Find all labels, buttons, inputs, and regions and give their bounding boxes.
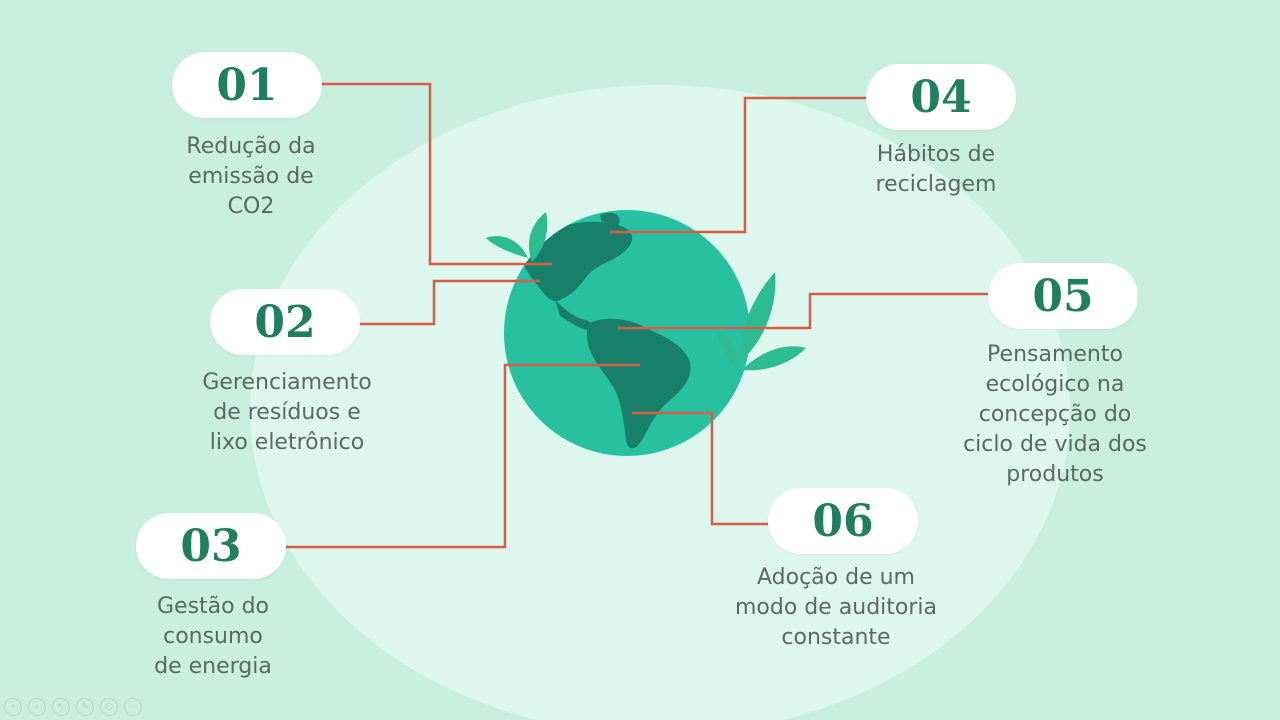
pen-icon[interactable]: ✎ xyxy=(76,698,94,716)
number-badge-01: 01 xyxy=(172,52,322,118)
leaf-icon xyxy=(528,212,548,262)
leaf-icon xyxy=(742,346,806,371)
more-icon[interactable]: ⋯ xyxy=(124,698,142,716)
caption-05: Pensamento ecológico na concepção do cic… xyxy=(963,342,1147,487)
zoom-icon[interactable]: ○ xyxy=(100,698,118,716)
leaf-icon xyxy=(486,236,528,258)
connector-line-04 xyxy=(610,96,866,234)
connector-line-01 xyxy=(320,82,552,266)
number-label: 02 xyxy=(254,296,316,348)
connector-line-03 xyxy=(285,363,640,549)
connector-line-05 xyxy=(618,292,988,330)
previous-icon[interactable]: ‹ xyxy=(4,698,22,716)
number-label: 01 xyxy=(216,59,278,111)
pointer-icon[interactable]: ↖ xyxy=(52,698,70,716)
leaf-icon xyxy=(717,330,741,372)
caption-01: Redução da emissão de CO2 xyxy=(186,134,316,219)
number-badge-05: 05 xyxy=(988,263,1138,329)
number-badge-03: 03 xyxy=(136,513,286,579)
leaf-sprout-icon xyxy=(486,212,806,372)
globe-continents xyxy=(520,212,691,449)
globe-icon xyxy=(504,210,750,456)
number-badge-04: 04 xyxy=(866,64,1016,130)
number-label: 03 xyxy=(180,520,242,572)
number-badge-06: 06 xyxy=(768,488,918,554)
caption-02: Gerenciamento de resíduos e lixo eletrôn… xyxy=(202,370,372,455)
caption-04: Hábitos de reciclagem xyxy=(875,142,997,197)
leaf-icon xyxy=(739,272,776,362)
player-controls: ‹ › ↖ ✎ ○ ⋯ xyxy=(4,698,142,716)
number-label: 05 xyxy=(1032,270,1094,322)
number-label: 04 xyxy=(910,71,972,123)
next-icon[interactable]: › xyxy=(28,698,46,716)
connector-line-02 xyxy=(358,279,540,326)
number-badge-02: 02 xyxy=(210,289,360,355)
caption-03: Gestão do consumo de energia xyxy=(154,594,272,679)
connector-line-06 xyxy=(632,411,768,526)
number-label: 06 xyxy=(812,495,874,547)
caption-06: Adoção de um modo de auditoria constante xyxy=(734,565,938,650)
